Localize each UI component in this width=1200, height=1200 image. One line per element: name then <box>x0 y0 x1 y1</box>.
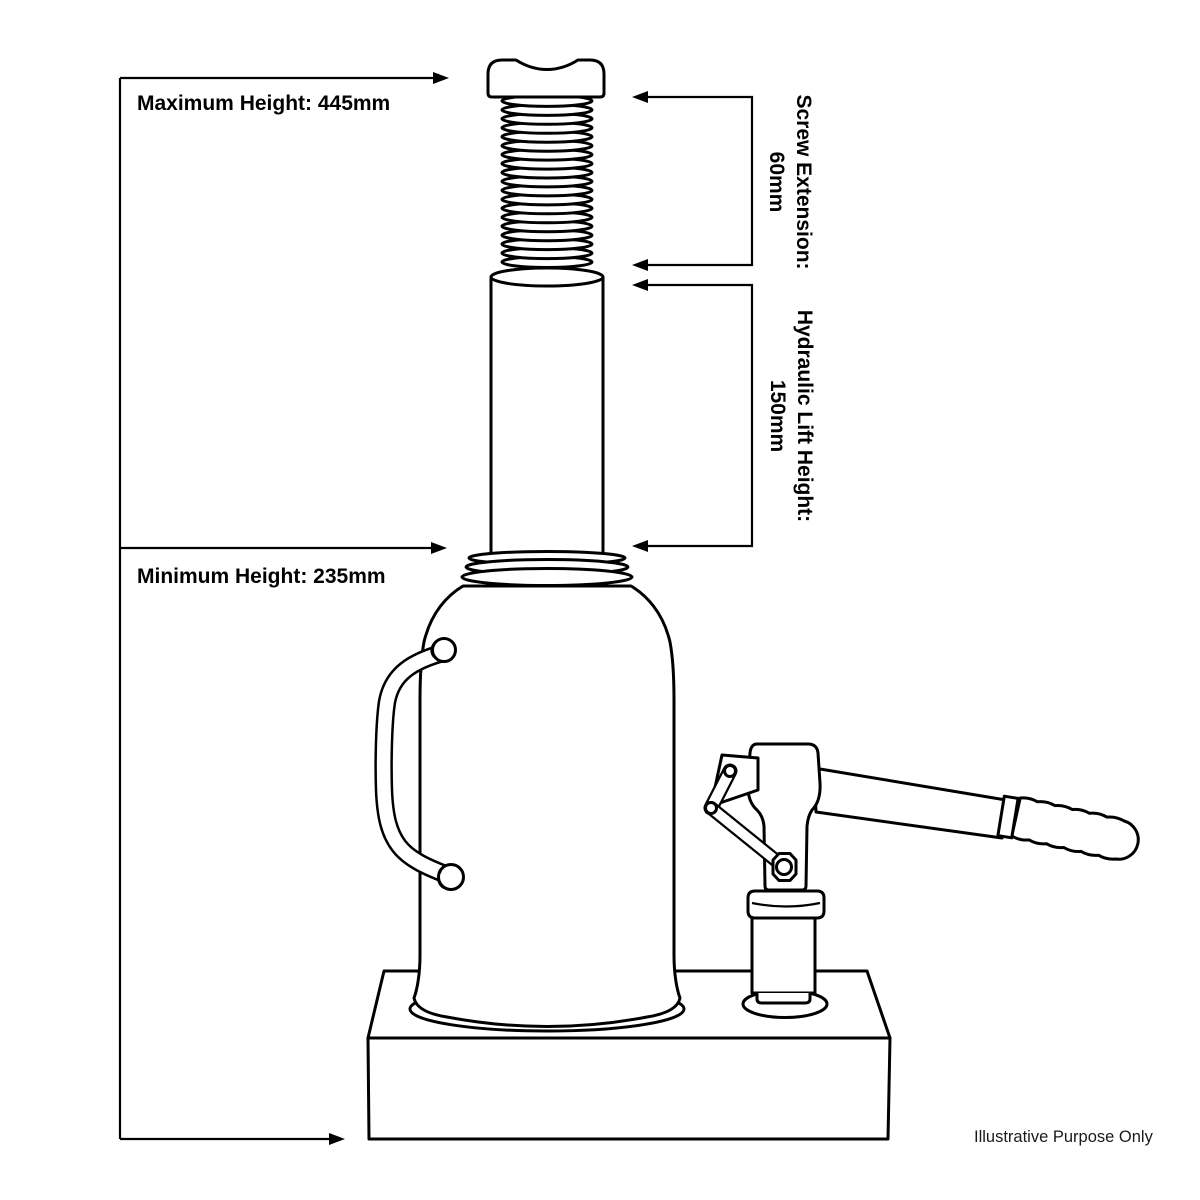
pump-cylinder-foot <box>755 993 812 1005</box>
pump-packing-nut <box>746 889 826 920</box>
max-height-label: Maximum Height: 445mm <box>137 92 390 115</box>
bottle-body <box>412 584 682 1028</box>
dimension-lines <box>118 72 754 1145</box>
ram-piston <box>489 266 605 558</box>
min-height-label: Minimum Height: 235mm <box>137 565 386 588</box>
lever-shaft <box>812 766 1008 840</box>
plunger-pivot-pin <box>775 858 793 876</box>
pump-cylinder <box>750 915 817 995</box>
hydraulic-lift-value: 150mm <box>766 380 789 452</box>
hydraulic-lift-label: Hydraulic Lift Height: <box>793 310 816 522</box>
saddle-cap <box>486 58 606 99</box>
grip-ferrule <box>996 794 1020 840</box>
lever-grip <box>1010 796 1140 861</box>
linkage-pivot-lower <box>704 801 718 815</box>
cylinder-top-nut <box>460 550 634 587</box>
screw-thread <box>500 93 594 269</box>
linkage-pivot-upper <box>723 764 737 778</box>
carry-handle <box>374 637 465 891</box>
pump-assembly <box>703 742 1140 1005</box>
screw-extension-label: Screw Extension: <box>792 94 815 269</box>
base-front-face <box>366 1036 892 1141</box>
screw-extension-value: 60mm <box>765 152 788 213</box>
disclaimer-text: Illustrative Purpose Only <box>974 1128 1154 1146</box>
